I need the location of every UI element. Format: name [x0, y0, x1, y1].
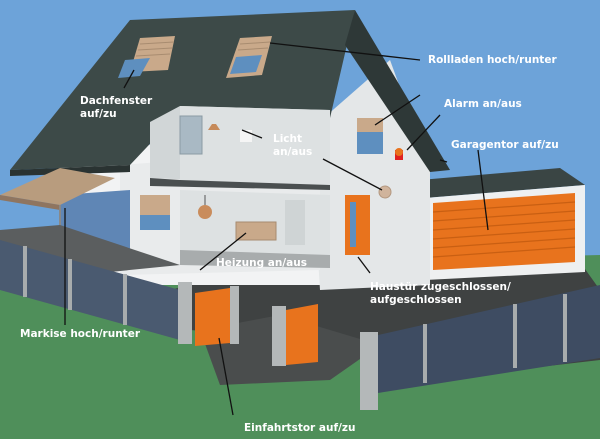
label-dachfenster-2: auf/zu	[80, 108, 117, 120]
skylight-left	[118, 36, 175, 78]
label-markise: Markise hoch/runter	[20, 328, 141, 340]
upper-window	[179, 115, 203, 155]
label-dachfenster: Dachfenster	[80, 95, 153, 107]
fence-right	[272, 285, 600, 410]
ceiling-lamp-upper	[208, 124, 220, 130]
entrance-gate	[195, 286, 239, 346]
skylight-right	[226, 36, 272, 78]
label-einfahrtstor: Einfahrtstor auf/zu	[244, 422, 355, 434]
lower-room	[180, 190, 330, 268]
garage-door	[433, 193, 575, 270]
wall-light	[378, 185, 392, 199]
label-garagentor: Garagentor auf/zu	[451, 139, 559, 151]
label-rollladen: Rollladen hoch/runter	[428, 54, 557, 66]
label-licht: Licht	[273, 133, 302, 145]
fence-left	[0, 240, 192, 344]
leader-lines	[64, 42, 489, 416]
radiator	[235, 221, 277, 241]
garage	[420, 168, 585, 280]
side-window	[357, 118, 383, 154]
label-haustuer-2: aufgeschlossen	[370, 294, 462, 306]
front-door	[345, 195, 370, 255]
label-alarm: Alarm an/aus	[444, 98, 522, 110]
label-haustuer: Haustür zugeschlossen/	[370, 281, 511, 293]
label-licht-2: an/aus	[273, 146, 312, 158]
upper-room	[150, 106, 330, 190]
ceiling-lamp-lower	[198, 205, 212, 219]
label-heizung: Heizung an/aus	[216, 257, 307, 269]
alarm-siren	[395, 148, 403, 160]
labels: Dachfenster auf/zu Rollladen hoch/runter…	[20, 54, 559, 434]
